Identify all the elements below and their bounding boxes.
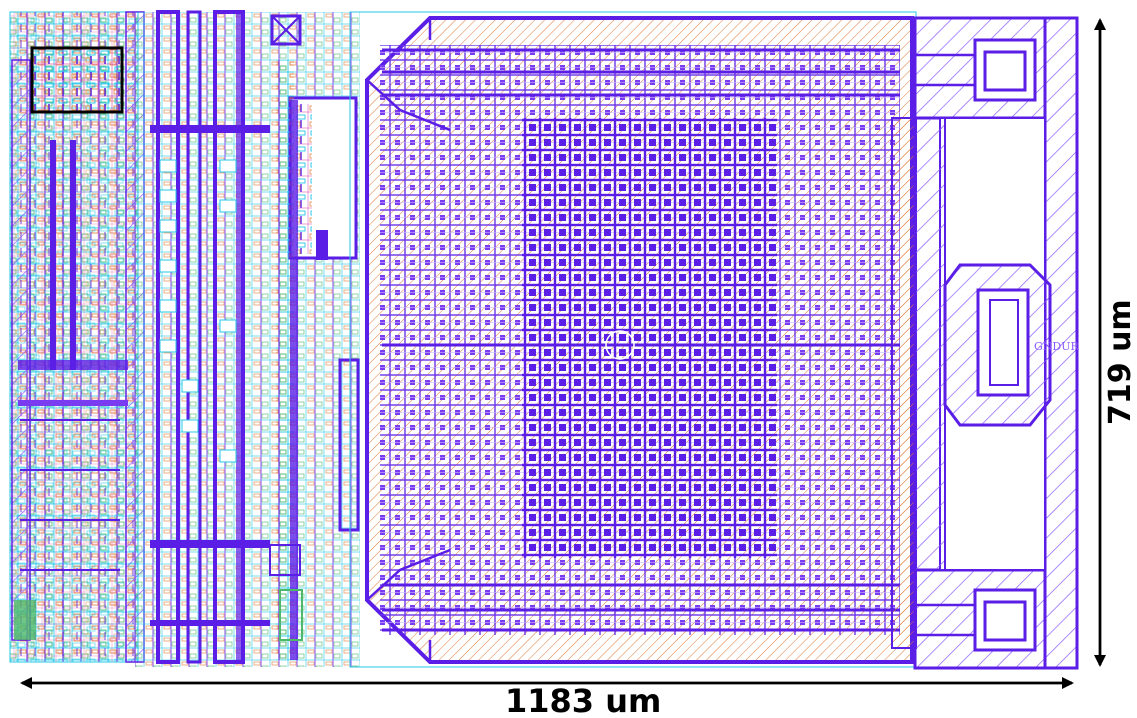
right-pad-block: GNDUR xyxy=(913,16,1080,670)
height-label: 719 um xyxy=(1103,299,1137,425)
highlight-box xyxy=(30,46,124,114)
middle-logic-block xyxy=(135,10,360,667)
width-label: 1183 um xyxy=(505,682,661,718)
net-label: GNDUR xyxy=(1034,340,1080,353)
left-logic-block xyxy=(9,11,145,663)
main-array-block xyxy=(349,11,917,668)
